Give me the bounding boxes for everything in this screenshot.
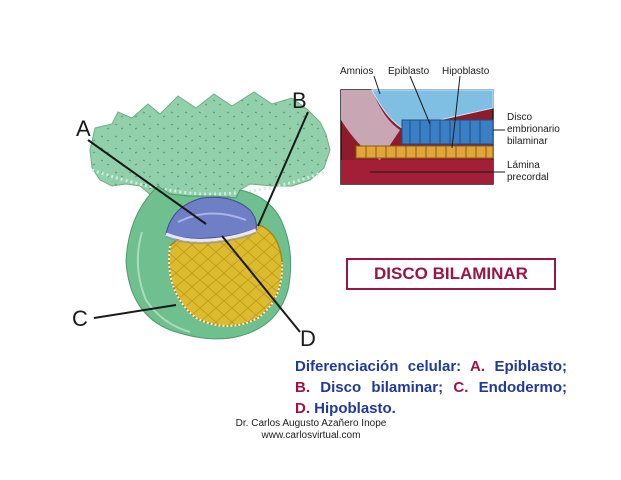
- caption-key-b: B.: [295, 379, 310, 396]
- label-a: A: [76, 116, 91, 141]
- leader-line-a: [87, 139, 207, 225]
- endometrium-tissue: [89, 91, 331, 199]
- caption-text-a: Epiblasto;: [494, 358, 567, 375]
- leader-line-b: [257, 111, 309, 227]
- inset-hypoblast-cells: [355, 145, 494, 159]
- label-b: B: [292, 88, 307, 113]
- caption-key-d: D.: [295, 400, 310, 417]
- slide-title: DISCO BILAMINAR: [346, 258, 556, 290]
- credits-author: Dr. Carlos Augusto Azañero Inope: [235, 418, 387, 429]
- caption-text-b: Disco bilaminar;: [320, 379, 444, 396]
- inset-label-disco: Disco embrionario bilaminar: [507, 112, 560, 147]
- credits-website[interactable]: www.carlosvirtual.com: [261, 430, 361, 441]
- caption-line-2: B. Disco bilaminar; C. Endodermo;: [295, 377, 567, 398]
- caption-key-a: A.: [470, 358, 486, 375]
- inset-label-hipoblasto: Hipoblasto: [442, 66, 490, 77]
- caption-heading: Diferenciación celular:: [295, 358, 462, 375]
- inset-label-amnios: Amnios: [340, 66, 374, 77]
- leader-line-c: [93, 304, 177, 319]
- caption: Diferenciación celular: A. Epiblasto; B.…: [295, 356, 567, 419]
- caption-line-3: D. Hipoblasto.: [295, 398, 567, 419]
- credits: Dr. Carlos Augusto Azañero Inope www.car…: [206, 418, 416, 442]
- leader-line-d: [221, 235, 301, 333]
- caption-key-c: C.: [453, 379, 469, 396]
- caption-text-d: Hipoblasto.: [314, 400, 396, 417]
- inset-epiblast-cells: [401, 119, 494, 145]
- caption-text-c: Endodermo;: [478, 379, 567, 396]
- hypoblast-layer: [165, 228, 257, 242]
- inset-label-lamina: Lámina precordal: [507, 160, 549, 183]
- epiblast-disc: [165, 196, 257, 239]
- label-d: D: [300, 326, 316, 351]
- inset-label-epiblasto: Epiblasto: [388, 66, 430, 77]
- caption-line-1: Diferenciación celular: A. Epiblasto;: [295, 356, 567, 377]
- label-c: C: [72, 306, 88, 331]
